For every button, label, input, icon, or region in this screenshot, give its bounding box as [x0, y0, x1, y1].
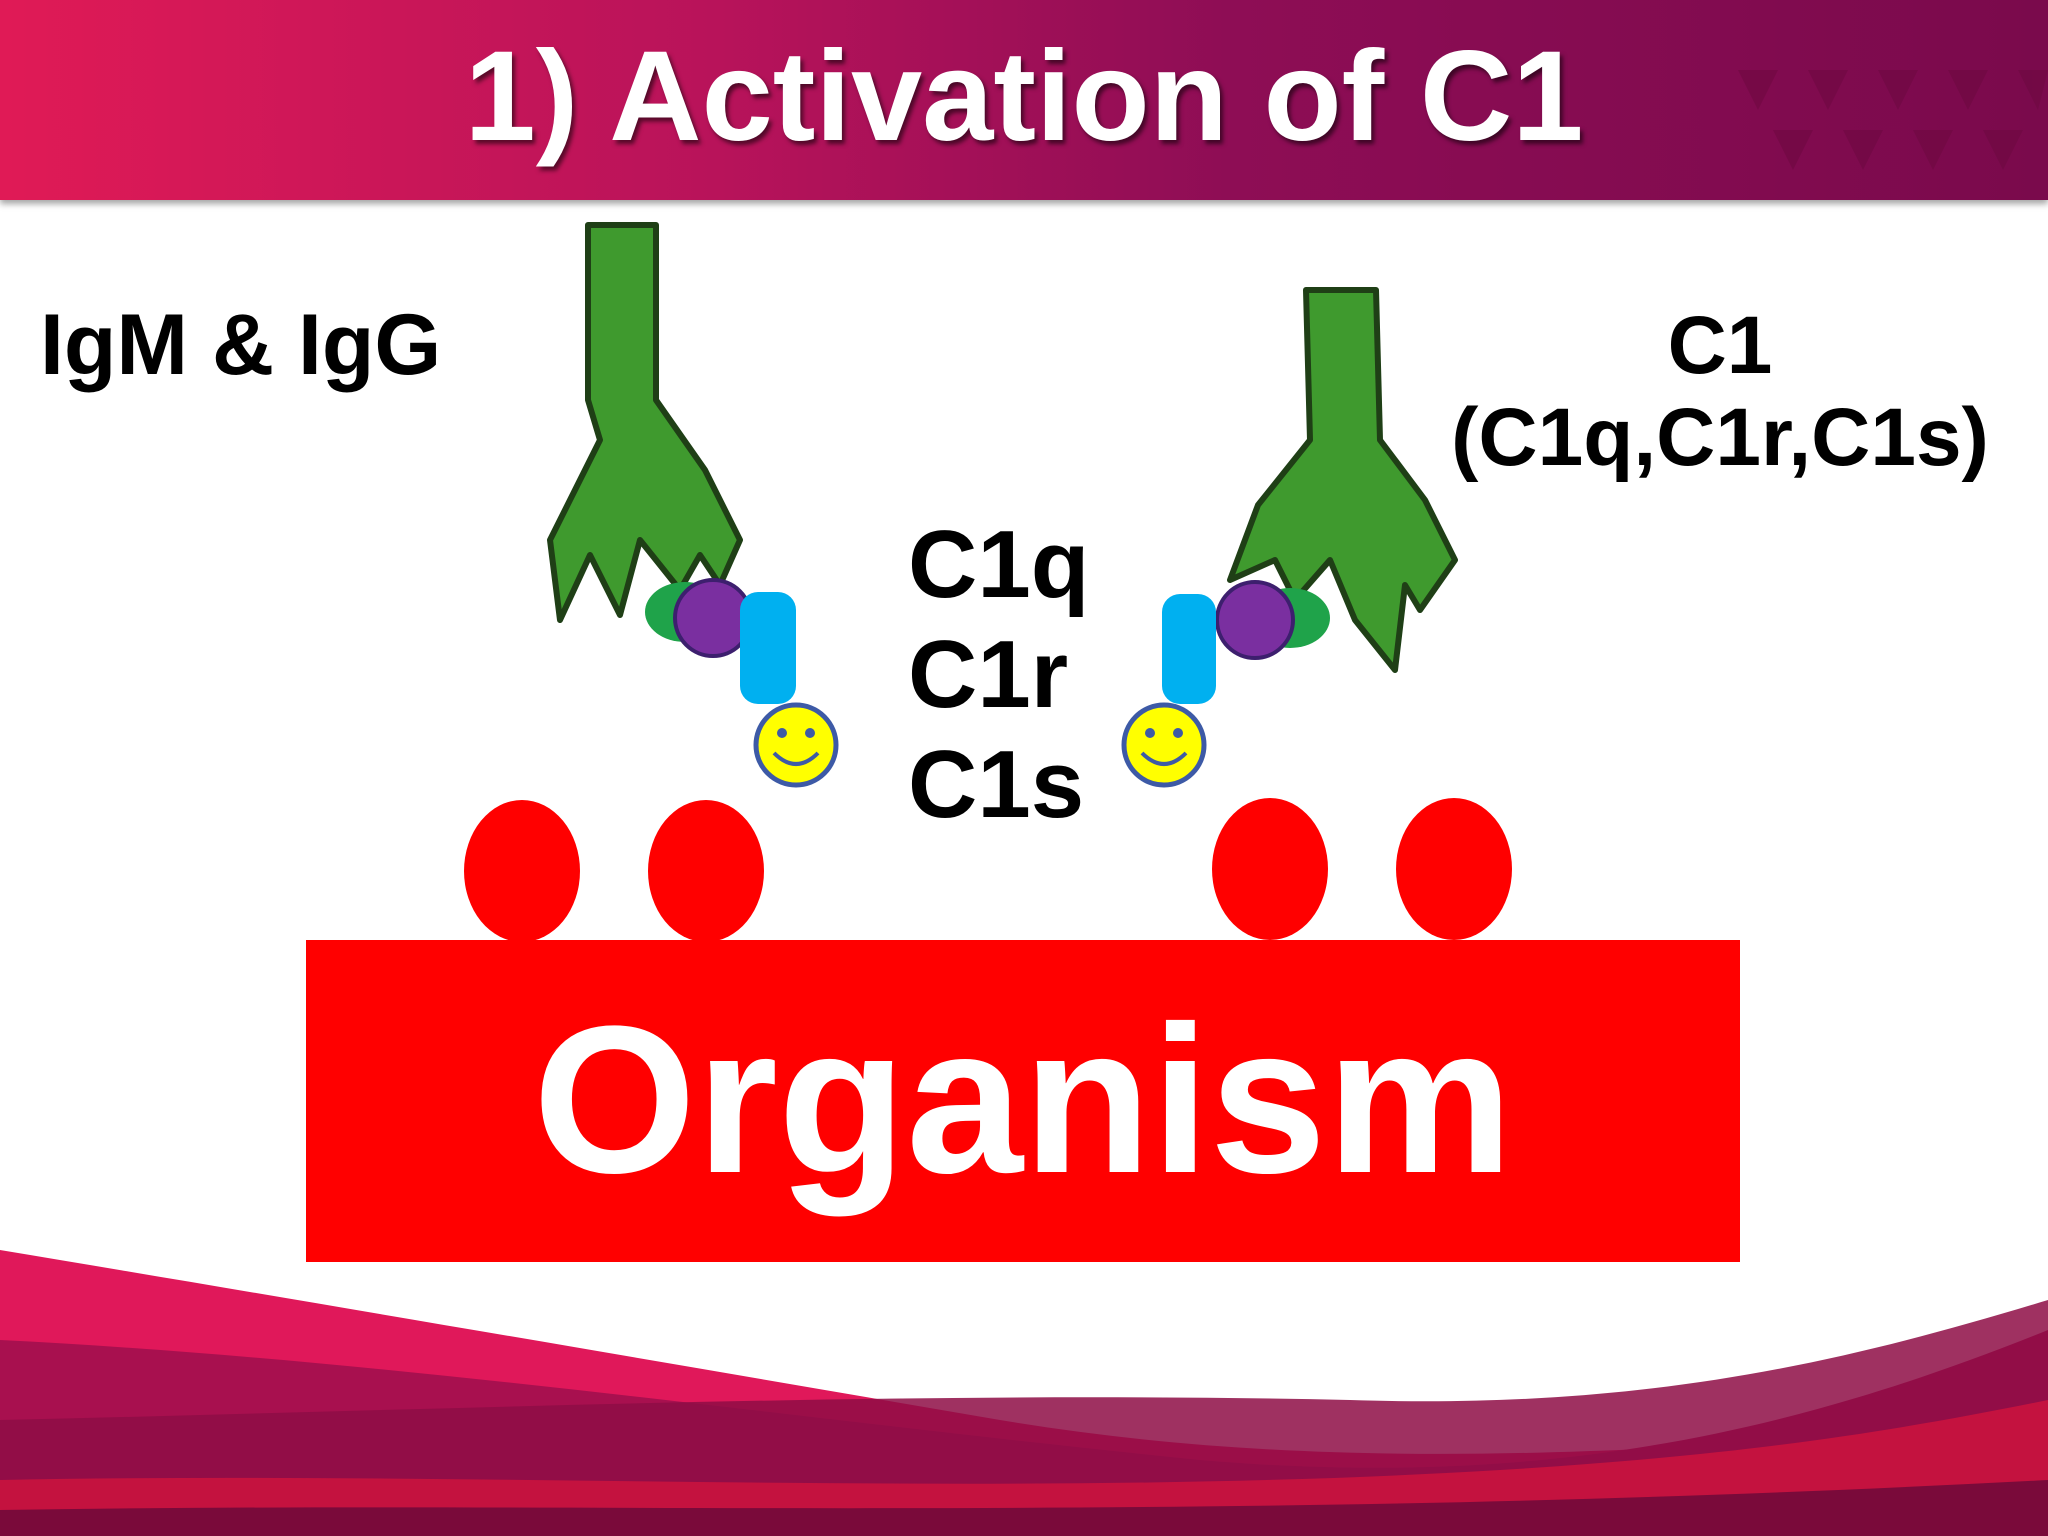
- antigen: [648, 800, 764, 942]
- c1-label: C1 (C1q,C1r,C1s): [1440, 300, 2000, 484]
- c1q-purple-left: [673, 578, 753, 658]
- slide-title: 1) Activation of C1: [464, 25, 1584, 168]
- c1r-blue-left: [740, 592, 796, 704]
- c1q-purple-right: [1215, 580, 1295, 660]
- antibodies-label: IgM & IgG: [40, 297, 442, 393]
- antigen: [1212, 798, 1328, 940]
- subunit-label-c1r: C1r: [908, 621, 1069, 728]
- c1r-blue-right: [1162, 594, 1216, 704]
- smiley-face-icon: [1121, 702, 1207, 788]
- organism-block: [306, 940, 1740, 1262]
- title-bar: [0, 0, 2048, 200]
- smiley-face-icon: [753, 702, 839, 788]
- c1-heading: C1: [1667, 300, 1773, 391]
- antigen: [1396, 798, 1512, 940]
- subunit-label-c1q: C1q: [908, 511, 1090, 618]
- bottom-wave-decoration: [0, 1250, 2048, 1536]
- antigen: [464, 800, 580, 942]
- c1-components: (C1q,C1r,C1s): [1451, 391, 1989, 483]
- subunit-label-c1s: C1s: [908, 731, 1085, 838]
- subunit-labels: C1q C1r C1s: [908, 510, 1089, 840]
- antibody-right: [1227, 287, 1458, 673]
- c1-complex-left: [645, 578, 839, 788]
- antibody-left: [547, 222, 743, 623]
- c1-complex-right: [1121, 580, 1330, 788]
- title-pattern-decoration: [1738, 70, 2048, 170]
- organism-label: Organism: [532, 982, 1514, 1217]
